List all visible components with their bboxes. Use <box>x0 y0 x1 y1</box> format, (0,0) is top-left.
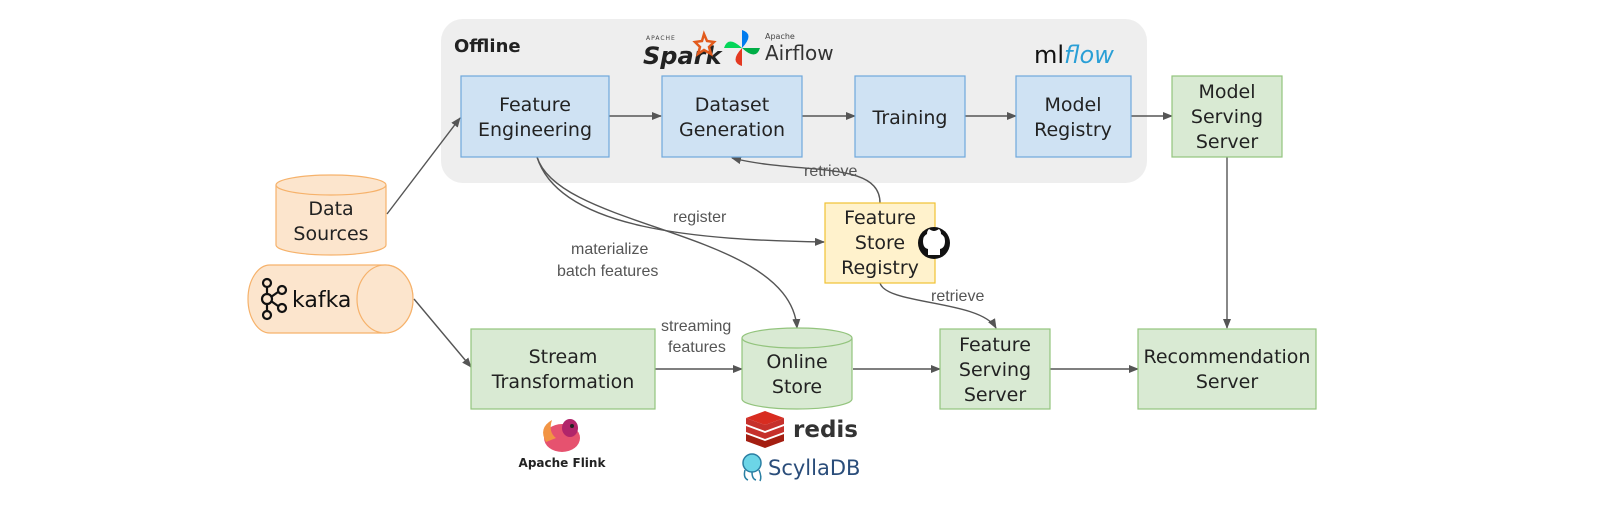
node-feature-serving-server: Feature Serving Server <box>939 328 1051 410</box>
edge-data-sources-to-feature-eng <box>386 117 461 215</box>
spark-logo: APACHE Spark <box>643 30 723 70</box>
svg-text:redis: redis <box>793 417 858 443</box>
svg-text:Registry: Registry <box>1034 119 1112 141</box>
svg-text:Training: Training <box>872 107 948 129</box>
svg-text:Store: Store <box>772 376 822 398</box>
offline-region-label: Offline <box>454 36 521 57</box>
svg-text:Feature: Feature <box>499 94 571 116</box>
redis-cube-icon <box>746 411 784 448</box>
svg-text:Serving: Serving <box>959 359 1031 381</box>
edge-registry-retrieve-to-dataset <box>731 156 881 204</box>
svg-text:Model: Model <box>1044 94 1101 116</box>
node-model-registry: Model Registry <box>1015 75 1132 158</box>
svg-text:Engineering: Engineering <box>478 119 592 141</box>
svg-text:Feature: Feature <box>844 207 916 229</box>
svg-text:Server: Server <box>1196 371 1258 393</box>
svg-text:Server: Server <box>964 384 1026 406</box>
scylladb-logo: ScyllaDB <box>742 453 860 482</box>
node-model-serving-server: Model Serving Server <box>1171 75 1283 158</box>
svg-text:Online: Online <box>766 351 827 373</box>
edge-feature-eng-materialize <box>536 156 801 329</box>
svg-text:Data: Data <box>308 198 353 220</box>
scylladb-octopus-icon <box>742 453 762 482</box>
svg-text:ScyllaDB: ScyllaDB <box>768 456 860 480</box>
svg-text:Transformation: Transformation <box>491 371 635 393</box>
edge-kafka-to-stream <box>413 298 472 368</box>
node-feature-engineering: Feature Engineering <box>460 75 610 158</box>
mlflow-logo: mlflow <box>1034 41 1114 69</box>
node-online-store: Online Store <box>741 327 853 410</box>
svg-text:Generation: Generation <box>679 119 785 141</box>
svg-text:Store: Store <box>855 232 905 254</box>
svg-text:Server: Server <box>1196 131 1258 153</box>
label-materialize-line2: batch features <box>557 263 658 280</box>
airflow-pinwheel-icon <box>724 30 760 66</box>
edges <box>386 112 1231 373</box>
svg-text:Sources: Sources <box>293 223 368 245</box>
redis-logo: redis <box>746 411 858 448</box>
flink-logo: Apache Flink <box>519 419 607 470</box>
kafka-icon <box>260 277 288 321</box>
label-register: register <box>673 209 727 226</box>
edge-feature-eng-register <box>536 156 825 246</box>
node-training: Training <box>854 75 966 158</box>
label-retrieve-top: retrieve <box>804 163 857 180</box>
label-materialize-line1: materialize <box>571 241 648 258</box>
node-recommendation-server: Recommendation Server <box>1137 328 1317 410</box>
edge-registry-retrieve-to-feature-serving <box>879 282 997 329</box>
node-feature-store-registry: Feature Store Registry <box>824 202 936 284</box>
node-kafka: kafka <box>247 264 414 334</box>
svg-text:Serving: Serving <box>1191 106 1263 128</box>
svg-text:mlflow: mlflow <box>1034 41 1114 69</box>
svg-text:Apache Flink: Apache Flink <box>519 456 607 470</box>
github-icon <box>918 227 950 259</box>
svg-text:Model: Model <box>1198 81 1255 103</box>
node-dataset-generation: Dataset Generation <box>661 75 803 158</box>
svg-text:Registry: Registry <box>841 257 919 279</box>
node-stream-transformation: Stream Transformation <box>470 328 656 410</box>
kafka-label: kafka <box>292 288 351 313</box>
svg-text:APACHE: APACHE <box>646 35 676 42</box>
svg-text:Recommendation: Recommendation <box>1144 346 1311 368</box>
node-data-sources: Data Sources <box>275 174 387 256</box>
airflow-logo: Apache Airflow <box>724 30 834 66</box>
svg-text:Apache: Apache <box>765 32 795 41</box>
label-retrieve-bottom: retrieve <box>931 288 984 305</box>
svg-text:Stream: Stream <box>529 346 598 368</box>
svg-text:Airflow: Airflow <box>765 41 834 65</box>
svg-text:Dataset: Dataset <box>695 94 769 116</box>
flink-squirrel-icon <box>543 419 580 452</box>
svg-text:Feature: Feature <box>959 334 1031 356</box>
label-streaming-line2: features <box>668 339 726 356</box>
label-streaming-line1: streaming <box>661 318 731 335</box>
